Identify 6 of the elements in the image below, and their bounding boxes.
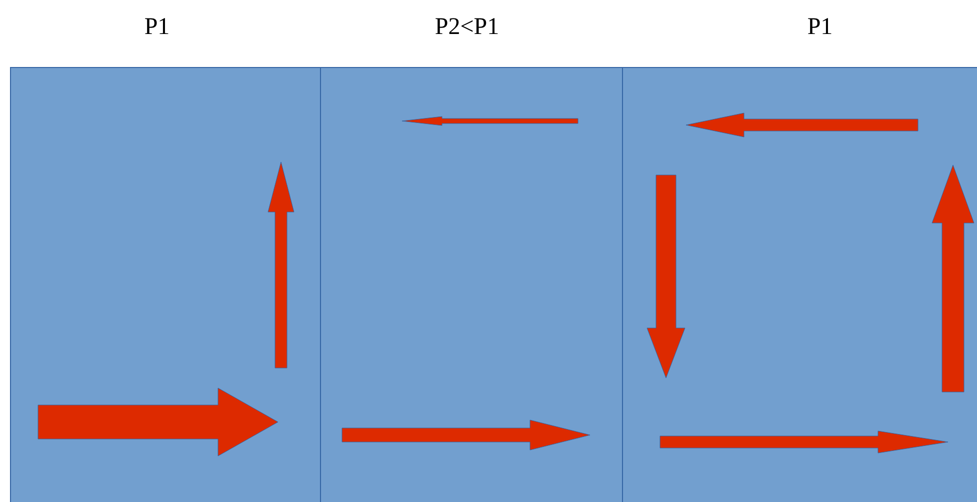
panel-background bbox=[622, 67, 977, 502]
panel-background bbox=[10, 67, 320, 502]
panel-heading: P1 bbox=[807, 13, 833, 42]
panel-heading: P1 bbox=[144, 13, 170, 42]
panel-background bbox=[320, 67, 622, 502]
panel-heading: P2<P1 bbox=[434, 13, 500, 42]
